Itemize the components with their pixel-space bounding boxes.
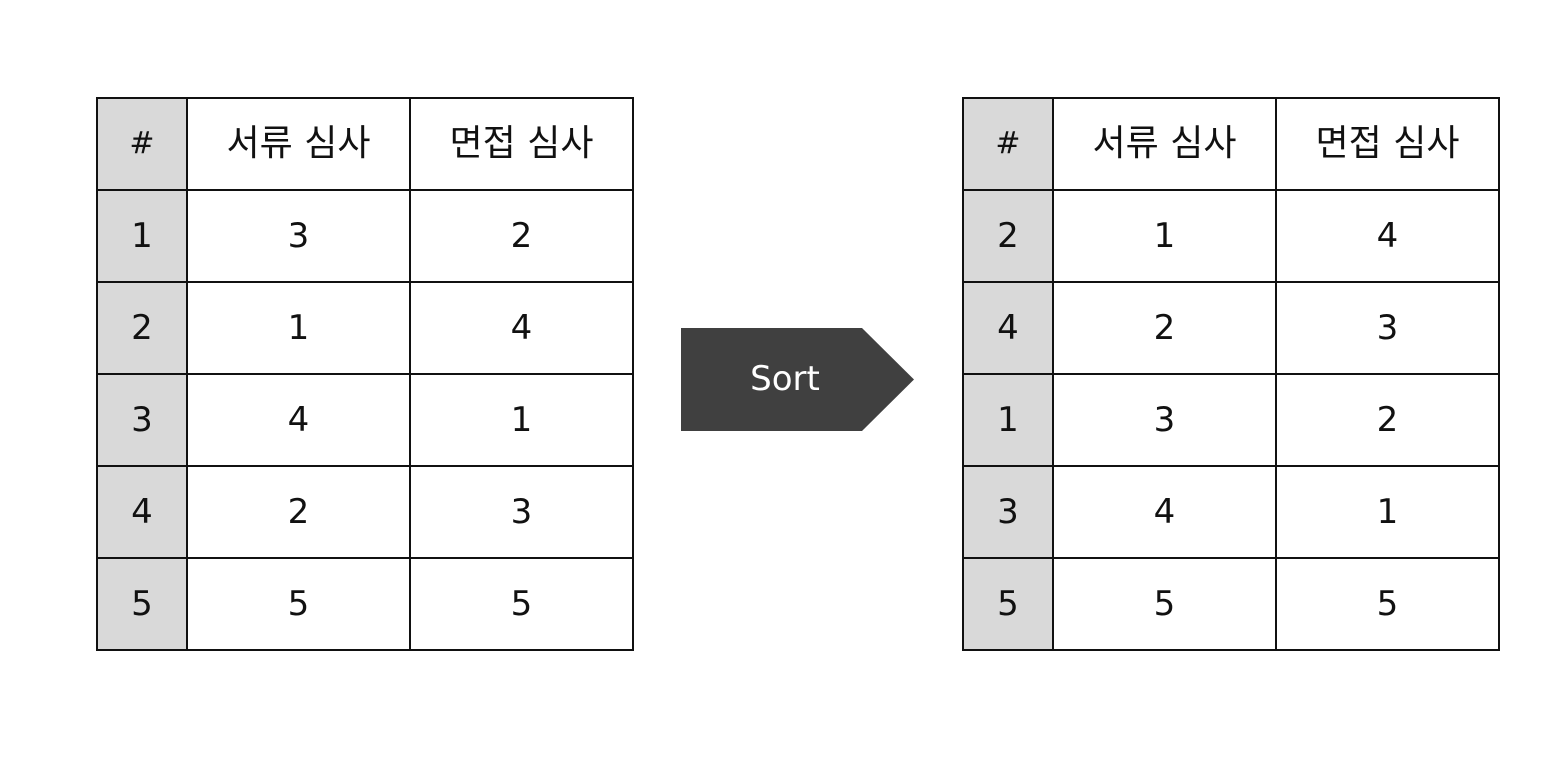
row-index-cell: 5 bbox=[96, 557, 188, 651]
document-score-cell: 1 bbox=[186, 281, 411, 375]
row-index-cell: 5 bbox=[962, 557, 1054, 651]
row-index-cell: 1 bbox=[962, 373, 1054, 467]
table-row: 3 4 1 bbox=[96, 373, 634, 467]
arrow-pentagon-shape bbox=[681, 328, 914, 431]
interview-score-cell: 1 bbox=[409, 373, 634, 467]
table-row: 1 3 2 bbox=[962, 373, 1500, 467]
interview-score-cell: 1 bbox=[1275, 465, 1500, 559]
row-index-cell: 4 bbox=[96, 465, 188, 559]
interview-score-cell: 3 bbox=[1275, 281, 1500, 375]
interview-score-cell: 2 bbox=[409, 189, 634, 283]
row-index-cell: 3 bbox=[962, 465, 1054, 559]
document-score-cell: 3 bbox=[1052, 373, 1277, 467]
sorted-table: # 서류 심사 면접 심사 2 1 4 4 2 3 1 3 2 3 4 1 5 … bbox=[962, 97, 1500, 651]
document-score-cell: 5 bbox=[1052, 557, 1277, 651]
row-index-cell: 1 bbox=[96, 189, 188, 283]
index-header: # bbox=[962, 97, 1054, 191]
table-row: 2 1 4 bbox=[96, 281, 634, 375]
document-score-cell: 1 bbox=[1052, 189, 1277, 283]
unsorted-table: # 서류 심사 면접 심사 1 3 2 2 1 4 3 4 1 4 2 3 5 … bbox=[96, 97, 634, 651]
table-row: 5 5 5 bbox=[96, 557, 634, 651]
table-row: 4 2 3 bbox=[962, 281, 1500, 375]
index-header: # bbox=[96, 97, 188, 191]
document-score-cell: 3 bbox=[186, 189, 411, 283]
interview-review-header: 면접 심사 bbox=[1275, 97, 1500, 191]
interview-score-cell: 3 bbox=[409, 465, 634, 559]
table-row: 4 2 3 bbox=[96, 465, 634, 559]
header-row: # 서류 심사 면접 심사 bbox=[962, 97, 1500, 191]
document-review-header: 서류 심사 bbox=[1052, 97, 1277, 191]
interview-score-cell: 4 bbox=[1275, 189, 1500, 283]
row-index-cell: 2 bbox=[96, 281, 188, 375]
table-row: 1 3 2 bbox=[96, 189, 634, 283]
sort-arrow: Sort bbox=[681, 328, 914, 431]
interview-score-cell: 5 bbox=[1275, 557, 1500, 651]
document-score-cell: 4 bbox=[1052, 465, 1277, 559]
document-score-cell: 2 bbox=[186, 465, 411, 559]
interview-score-cell: 5 bbox=[409, 557, 634, 651]
table-row: 2 1 4 bbox=[962, 189, 1500, 283]
document-score-cell: 5 bbox=[186, 557, 411, 651]
row-index-cell: 3 bbox=[96, 373, 188, 467]
table-row: 5 5 5 bbox=[962, 557, 1500, 651]
document-review-header: 서류 심사 bbox=[186, 97, 411, 191]
header-row: # 서류 심사 면접 심사 bbox=[96, 97, 634, 191]
row-index-cell: 4 bbox=[962, 281, 1054, 375]
interview-score-cell: 2 bbox=[1275, 373, 1500, 467]
table-row: 3 4 1 bbox=[962, 465, 1500, 559]
interview-score-cell: 4 bbox=[409, 281, 634, 375]
interview-review-header: 면접 심사 bbox=[409, 97, 634, 191]
row-index-cell: 2 bbox=[962, 189, 1054, 283]
document-score-cell: 2 bbox=[1052, 281, 1277, 375]
document-score-cell: 4 bbox=[186, 373, 411, 467]
sort-label: Sort bbox=[750, 359, 820, 399]
